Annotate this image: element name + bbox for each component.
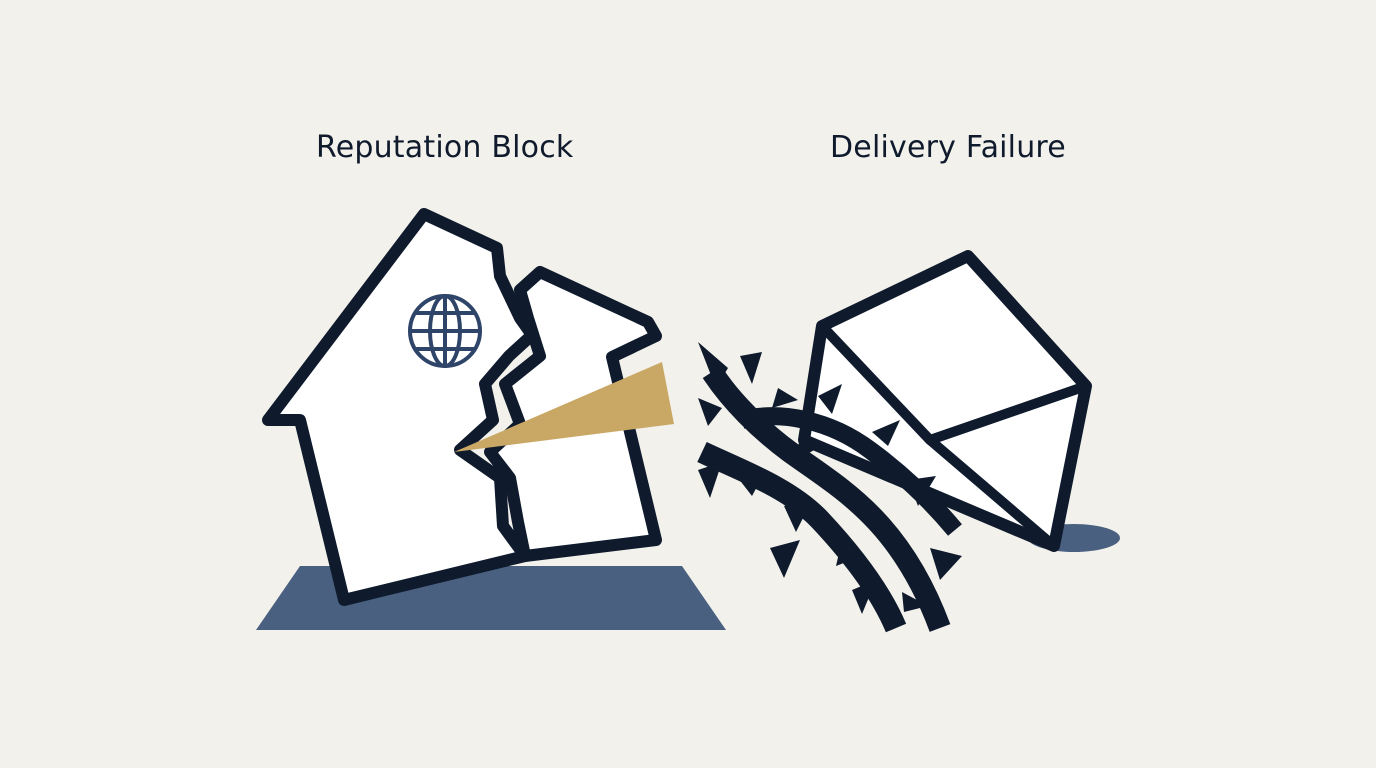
thorn-vine-2 xyxy=(697,442,907,633)
house-left-piece xyxy=(262,208,538,606)
reputation-block-label: Reputation Block xyxy=(316,130,574,165)
thorn-spike xyxy=(818,384,842,414)
thorn-vine-1 xyxy=(702,365,951,632)
thorn-spike xyxy=(738,470,766,496)
thorn-spike xyxy=(784,500,812,532)
envelope-lower-fold xyxy=(926,436,1058,550)
thorn-spike xyxy=(796,436,818,460)
thorn-spike xyxy=(872,420,900,446)
thorn-spike xyxy=(836,540,862,566)
thorn-spike xyxy=(698,342,728,388)
thorn-spike xyxy=(908,476,936,506)
thorn-spike xyxy=(772,388,798,408)
thorn-spike xyxy=(770,540,800,578)
thorn-spike xyxy=(698,462,722,498)
thorn-spike xyxy=(698,398,722,426)
thorn-spike xyxy=(852,580,876,614)
wedge-icon xyxy=(454,362,674,452)
ground-shadow xyxy=(256,566,726,630)
broken-house-icon xyxy=(262,208,674,606)
globe-icon xyxy=(408,294,482,368)
thorn-spike xyxy=(930,548,962,580)
thorn-vine-3 xyxy=(739,407,962,536)
thorn-spike xyxy=(902,592,928,612)
thorn-barrier-icon xyxy=(697,342,962,633)
delivery-failure-label: Delivery Failure xyxy=(830,130,1066,165)
thorn-spike xyxy=(740,352,762,384)
